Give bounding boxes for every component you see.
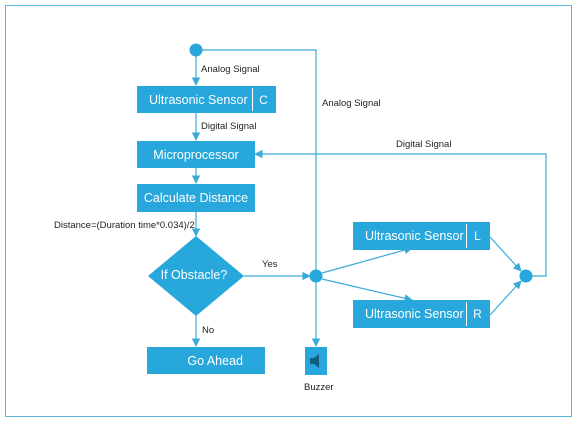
ultrasonic-sensor-l-label: Ultrasonic Sensor — [365, 229, 464, 243]
arrow-sensor-r-to-junction — [489, 280, 522, 316]
go-ahead-box: Go Ahead — [147, 347, 265, 374]
ultrasonic-sensor-c-box: Ultrasonic Sensor C — [137, 86, 276, 113]
junction-top — [189, 43, 203, 57]
ultrasonic-sensor-l-tag: L — [466, 224, 488, 248]
ultrasonic-sensor-l-box: Ultrasonic Sensor L — [353, 222, 490, 250]
decision-diamond — [148, 236, 244, 316]
ultrasonic-sensor-c-tag: C — [252, 88, 274, 111]
arrow-junction-to-sensor-r — [321, 278, 413, 303]
analog-signal-label-top: Analog Signal — [201, 64, 260, 75]
junction-right — [519, 269, 533, 283]
speaker-icon — [310, 354, 319, 368]
junction-middle — [309, 269, 323, 283]
ultrasonic-sensor-c-label: Ultrasonic Sensor — [149, 92, 248, 107]
diagram-frame — [5, 5, 572, 417]
no-label: No — [202, 325, 215, 336]
calculate-distance-label: Calculate Distance — [143, 191, 249, 205]
decision-label: If Obstacle? — [160, 268, 228, 282]
buzzer-box — [305, 347, 327, 375]
ultrasonic-sensor-r-box: Ultrasonic Sensor R — [353, 300, 490, 328]
analog-signal-label-right: Analog Signal — [322, 98, 381, 109]
microprocessor-label: Microprocessor — [153, 147, 239, 162]
microprocessor-box: Microprocessor — [137, 141, 255, 168]
digital-signal-label-right: Digital Signal — [396, 139, 452, 150]
ultrasonic-sensor-r-tag: R — [466, 302, 488, 326]
calculate-distance-box: Calculate Distance — [137, 184, 255, 212]
distance-formula-label: Distance=(Duration time*0.034)/2 — [54, 220, 195, 231]
line-junction-to-right-bus — [196, 49, 317, 270]
arrow-junction-to-sensor-l — [321, 245, 413, 274]
arrow-sensor-l-to-junction — [489, 236, 522, 272]
yes-label: Yes — [262, 259, 278, 270]
buzzer-label: Buzzer — [304, 382, 334, 393]
arrow-feedback-to-microprocessor — [254, 149, 547, 277]
digital-signal-label-left: Digital Signal — [201, 121, 257, 132]
go-ahead-label: Go Ahead — [187, 353, 243, 368]
ultrasonic-sensor-r-label: Ultrasonic Sensor — [365, 307, 464, 321]
